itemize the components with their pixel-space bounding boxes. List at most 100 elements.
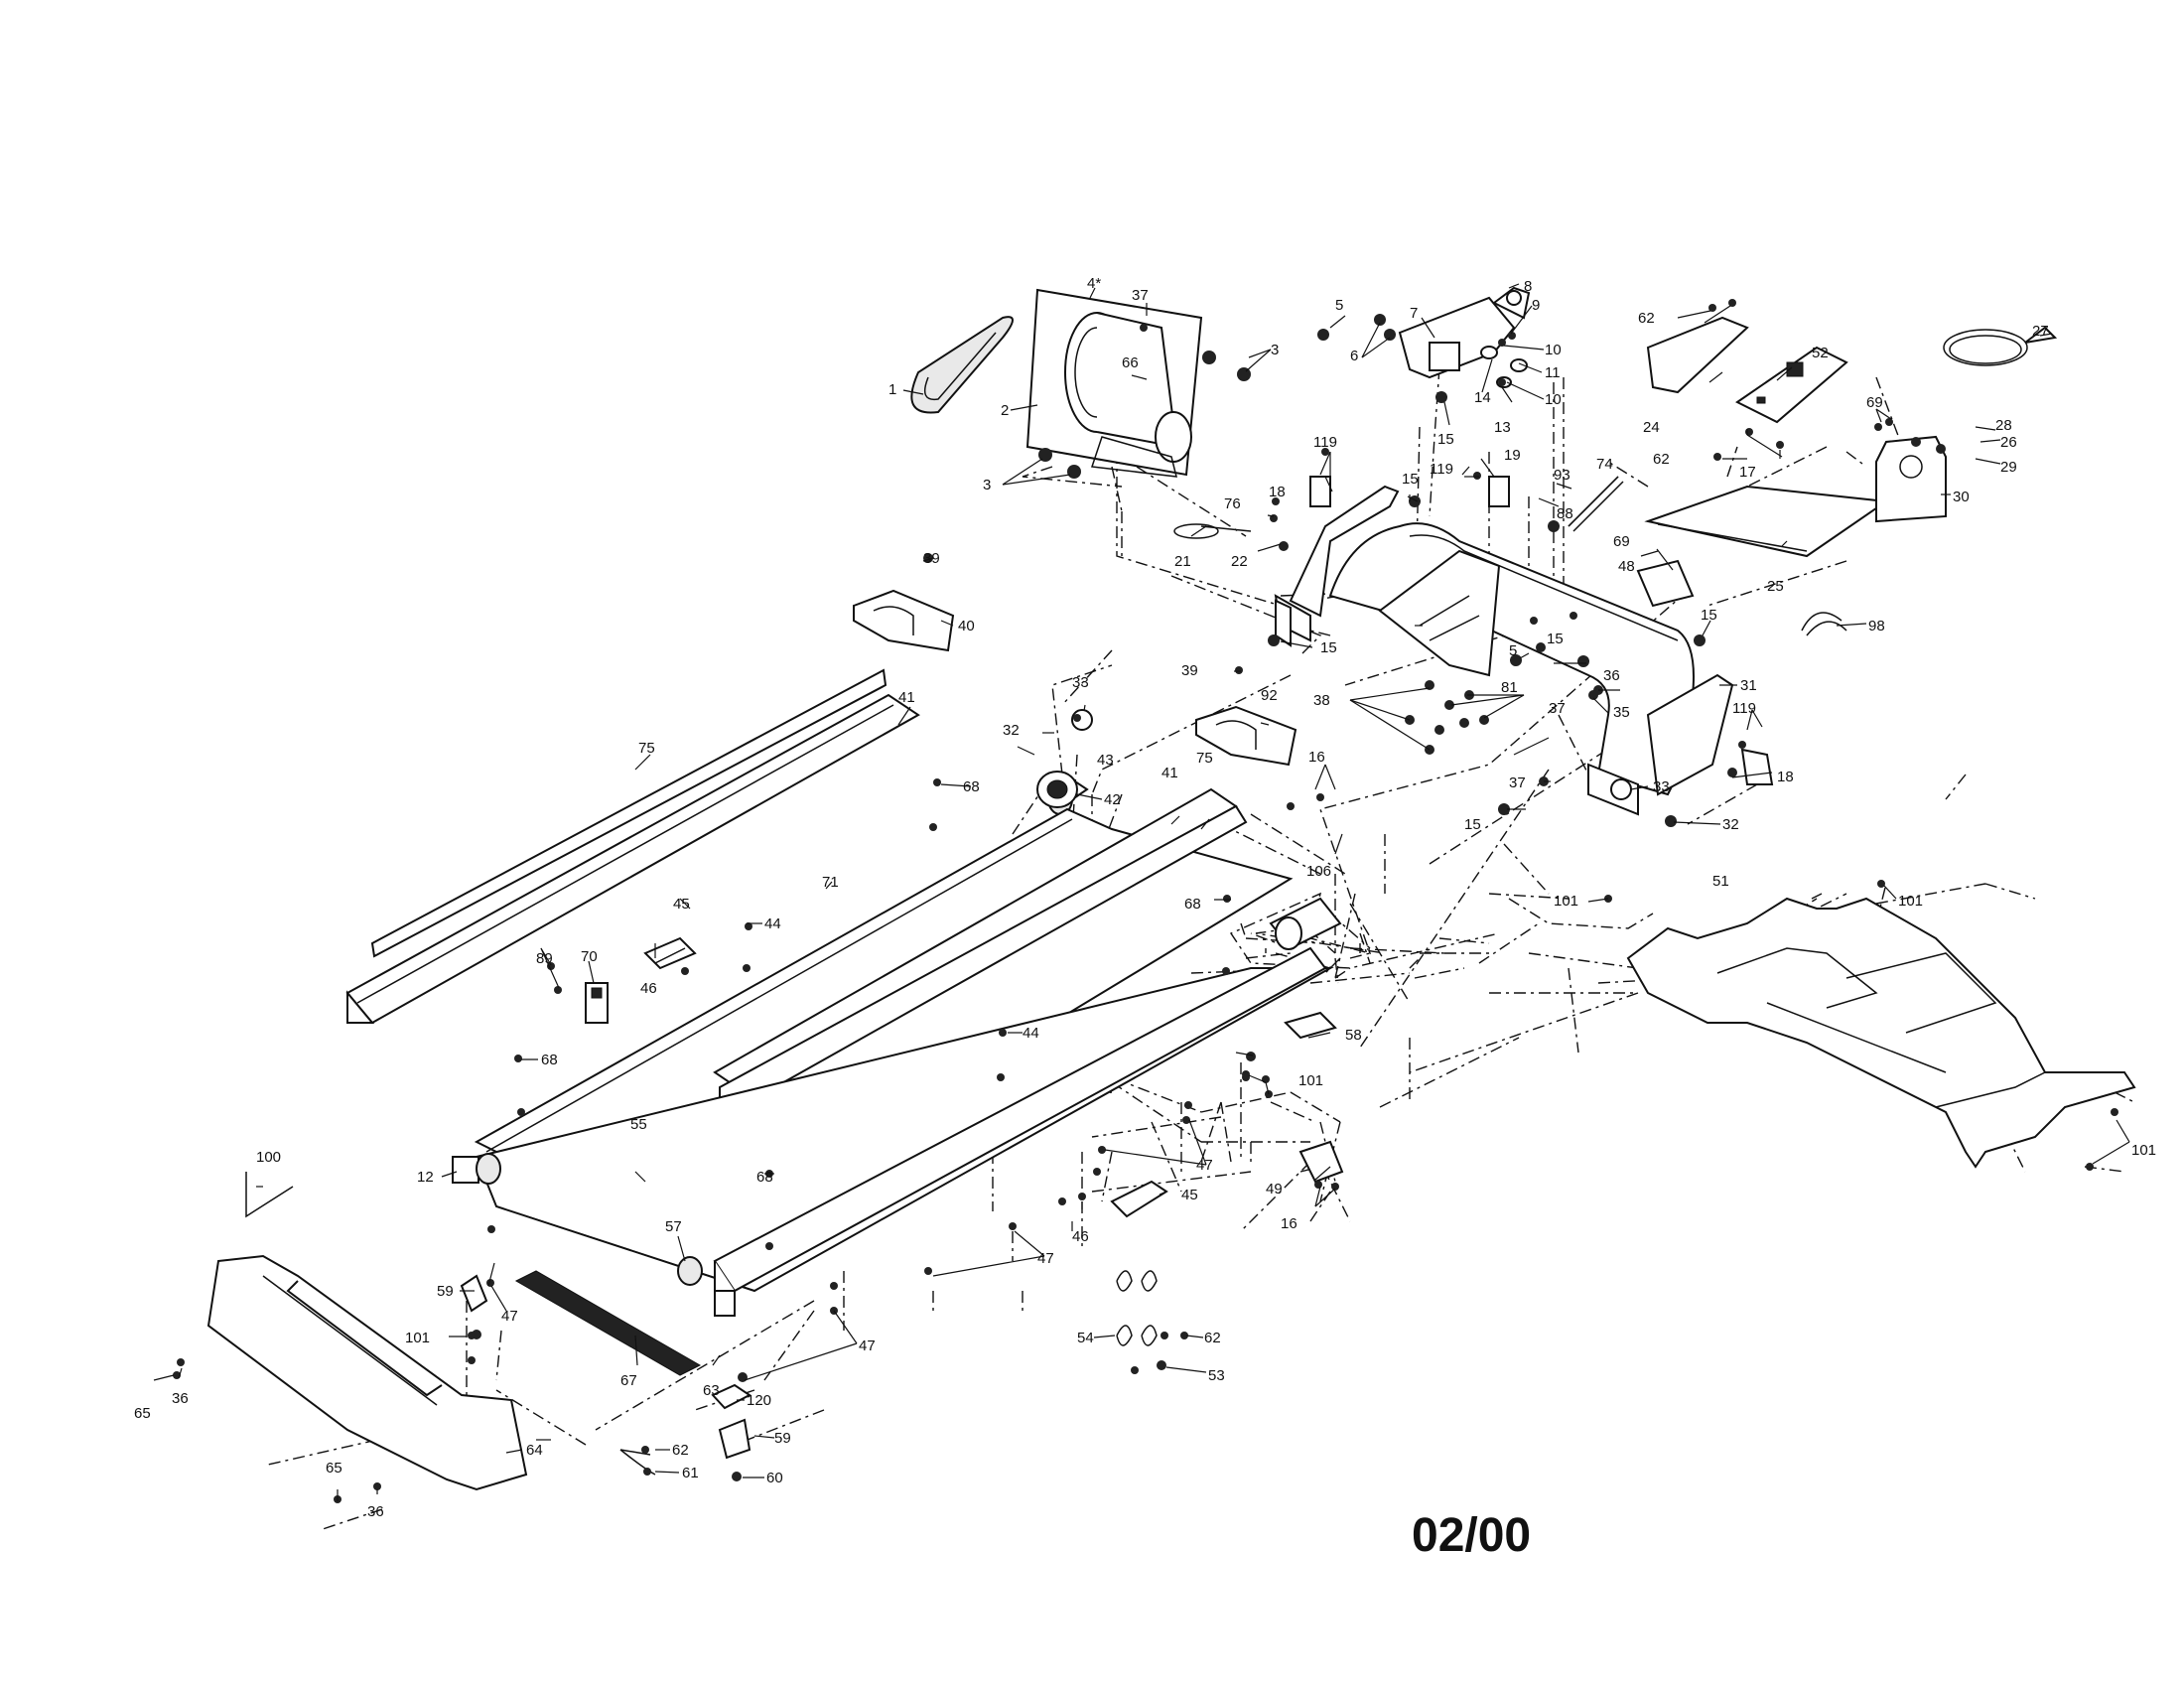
rear-end-cap-left [452, 1153, 501, 1185]
part-label: 59 [774, 1430, 791, 1447]
part-label: 46 [1072, 1228, 1089, 1245]
part-label: 51 [1712, 873, 1729, 890]
part-label: 119 [1430, 461, 1453, 478]
part-label: 35 [1613, 704, 1630, 721]
part-label: 61 [682, 1465, 699, 1481]
part-label: 52 [1812, 345, 1829, 361]
part-label: 81 [1501, 679, 1518, 696]
part-label: 15 [1320, 639, 1337, 656]
part-label: 54 [1077, 1330, 1094, 1346]
part-label: 119 [1313, 434, 1337, 451]
part-label: 37 [1509, 774, 1526, 791]
bumper-45a [643, 936, 697, 970]
screws-and-bolts [173, 299, 2118, 1503]
part-label: 25 [1767, 578, 1784, 595]
part-label: 31 [1740, 677, 1757, 694]
part-label: 24 [1643, 419, 1660, 436]
part-label: 43 [1097, 752, 1114, 769]
foot-59b [718, 1418, 751, 1460]
part-label: 92 [1261, 687, 1278, 704]
rail-clip-70 [585, 982, 609, 1024]
controller-bracket [1646, 316, 1749, 394]
part-label: 93 [1554, 467, 1570, 484]
part-label: 13 [1494, 419, 1511, 436]
part-label: 18 [1777, 769, 1794, 785]
part-label: 21 [1174, 553, 1191, 570]
part-label: 37 [1132, 287, 1149, 304]
part-label: 7 [1410, 305, 1418, 322]
part-label: 53 [1208, 1367, 1225, 1384]
part-label: 46 [640, 980, 657, 997]
part-label: 47 [1196, 1157, 1213, 1174]
part-label: 66 [1122, 354, 1139, 371]
part-label: 49 [1266, 1181, 1283, 1197]
part-label: 11 [1545, 364, 1561, 381]
part-label: 45 [673, 896, 690, 913]
foot-pad-58 [1284, 1011, 1337, 1040]
part-label: 75 [1196, 750, 1213, 767]
rod-74 [1568, 476, 1619, 527]
part-label: 65 [134, 1405, 151, 1422]
rear-roller-end [677, 1256, 703, 1286]
part-label: 101 [1298, 1072, 1323, 1089]
base-plate [1644, 485, 1889, 558]
part-label: 10 [1545, 391, 1562, 408]
cord-bracket [1875, 435, 1947, 523]
left-side-rail [345, 668, 920, 1025]
clip-120 [711, 1383, 751, 1410]
part-label: 63 [703, 1382, 720, 1399]
part-label: 106 [1306, 863, 1331, 880]
part-label: 101 [1554, 893, 1578, 910]
part-label: 12 [417, 1169, 434, 1186]
flywheel-belt-strip [1173, 523, 1252, 539]
part-label: 5 [1509, 642, 1517, 659]
part-label: 39 [923, 550, 940, 567]
part-label: 16 [1308, 749, 1325, 766]
part-label: 62 [1638, 310, 1655, 327]
part-label: 9 [1532, 297, 1540, 314]
part-label: 19 [1504, 447, 1521, 464]
part-label: 47 [501, 1308, 518, 1325]
wire-harness [1801, 612, 1847, 636]
part-label: 41 [1161, 765, 1178, 781]
circuit-board [1735, 346, 1848, 424]
part-label: 71 [822, 874, 839, 891]
part-label: 69 [1866, 394, 1883, 411]
part-label: 45 [1181, 1187, 1198, 1203]
roller-pulley-right [1610, 778, 1632, 800]
part-label: 60 [766, 1470, 783, 1486]
part-label: 39 [1181, 662, 1198, 679]
foot-59a [460, 1274, 488, 1313]
drive-belt [910, 316, 1014, 414]
hood-cover-right [1195, 705, 1297, 767]
part-label: 59 [437, 1283, 454, 1300]
part-label: 33 [1653, 778, 1670, 795]
part-label: 10 [1545, 342, 1562, 358]
part-label: 22 [1231, 553, 1248, 570]
part-label: 119 [1732, 700, 1756, 717]
part-label: 65 [326, 1460, 342, 1477]
drive-motor [1064, 312, 1192, 478]
date-code: 02/00 [1412, 1509, 1531, 1562]
cover-plate [1636, 559, 1695, 608]
deck-pad-mesh [514, 1270, 702, 1376]
part-label: 15 [1547, 631, 1564, 647]
part-label: 6 [1350, 348, 1358, 364]
part-label: 14 [1474, 389, 1491, 406]
part-label: 55 [630, 1116, 647, 1133]
main-frame [1274, 485, 1734, 816]
part-label: 89 [536, 950, 553, 967]
part-label: 26 [2000, 434, 2017, 451]
clip-set-54 [1116, 1270, 1158, 1346]
part-label: 16 [1281, 1215, 1297, 1232]
motor-hood [1626, 897, 2136, 1169]
frame-rail-right [713, 946, 1327, 1317]
incline-shaft [1568, 476, 1624, 532]
part-label: 32 [1722, 816, 1739, 833]
part-label: 36 [367, 1503, 384, 1520]
part-label: 38 [1313, 692, 1330, 709]
part-label: 33 [1072, 674, 1089, 691]
part-label: 101 [2131, 1142, 2156, 1159]
part-label: 27 [2032, 323, 2049, 340]
leader-lines [153, 283, 2130, 1501]
